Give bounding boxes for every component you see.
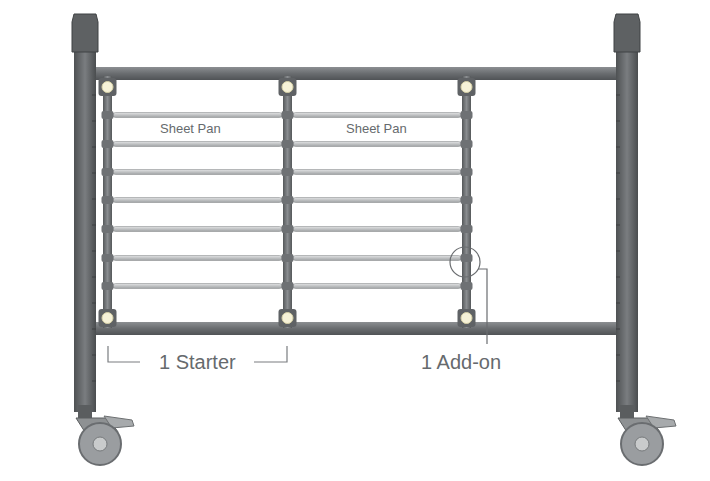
ledge-clip (282, 140, 294, 148)
post-notch (616, 329, 620, 330)
pan-ledge (113, 198, 282, 203)
rail-mount (99, 78, 117, 96)
pan-ledge (293, 198, 461, 203)
bottom-bar (96, 322, 616, 335)
unit-label: 1 Add-on (421, 351, 501, 373)
rail-mount (458, 78, 476, 96)
ledge-clip (102, 225, 114, 233)
mount-bolt (282, 313, 293, 324)
add-on-callout (450, 247, 487, 344)
pan-ledge (113, 256, 282, 261)
post-notch (92, 355, 96, 356)
ledge-clip (282, 225, 294, 233)
ledge-clip (102, 111, 114, 119)
pan-ledge (113, 113, 282, 118)
post (72, 14, 640, 412)
rail-mount (279, 309, 297, 327)
pan-ledge (293, 256, 461, 261)
post-notch (92, 277, 96, 278)
post-notch (92, 381, 96, 382)
ledge-clip (102, 282, 114, 290)
pan-ledge (293, 113, 461, 118)
ledge-clip (461, 254, 473, 262)
mount-bolt (461, 313, 472, 324)
post-notch (92, 147, 96, 148)
post-notch (616, 173, 620, 174)
mount-bolt (282, 82, 293, 93)
ledge-clip (461, 140, 473, 148)
post-notch (616, 303, 620, 304)
post-notch (92, 199, 96, 200)
post-notch (92, 225, 96, 226)
ledge-clip (461, 225, 473, 233)
pan-ledge (293, 142, 461, 147)
ledge-clip (282, 196, 294, 204)
mount-bolt (102, 313, 113, 324)
post-notch (616, 121, 620, 122)
post-notch (92, 121, 96, 122)
slide-rail (103, 76, 471, 328)
pan-ledge (113, 227, 282, 232)
mount-bolt (102, 82, 113, 93)
ledge-clip (461, 282, 473, 290)
post-notch (616, 355, 620, 356)
pan-ledge (113, 170, 282, 175)
pan-ledge (293, 284, 461, 289)
ledge-clip (282, 168, 294, 176)
unit-label: 1 Starter (159, 351, 236, 373)
post-notch (616, 199, 620, 200)
ledge-clip (282, 254, 294, 262)
post-notch (92, 329, 96, 330)
ledge-clip (102, 254, 114, 262)
pan-ledge (113, 284, 282, 289)
pan-ledge (293, 227, 461, 232)
post-notch (616, 251, 620, 252)
rail-mount (99, 309, 117, 327)
ledge-clip (282, 111, 294, 119)
post-notch (616, 225, 620, 226)
pan-ledge (113, 142, 282, 147)
ledge-clip (461, 168, 473, 176)
pan-label: Sheet Pan (346, 122, 407, 136)
post-notch (92, 303, 96, 304)
post-notch (92, 173, 96, 174)
pan-ledge (293, 170, 461, 175)
post-notch (616, 277, 620, 278)
ledge-clip (282, 282, 294, 290)
post-notch (616, 95, 620, 96)
ledge-clip (102, 168, 114, 176)
mount-bolt (461, 82, 472, 93)
post-notch (616, 147, 620, 148)
ledge-clip (102, 196, 114, 204)
pan-label: Sheet Pan (160, 122, 221, 136)
ledge-clip (461, 111, 473, 119)
caster (76, 405, 676, 465)
ledge-clip (461, 196, 473, 204)
post-notch (92, 251, 96, 252)
post-notch (616, 381, 620, 382)
post-notch (92, 95, 96, 96)
rail-mount (279, 78, 297, 96)
rail-mount (458, 309, 476, 327)
ledge-clip (102, 140, 114, 148)
top-bar (96, 67, 616, 80)
